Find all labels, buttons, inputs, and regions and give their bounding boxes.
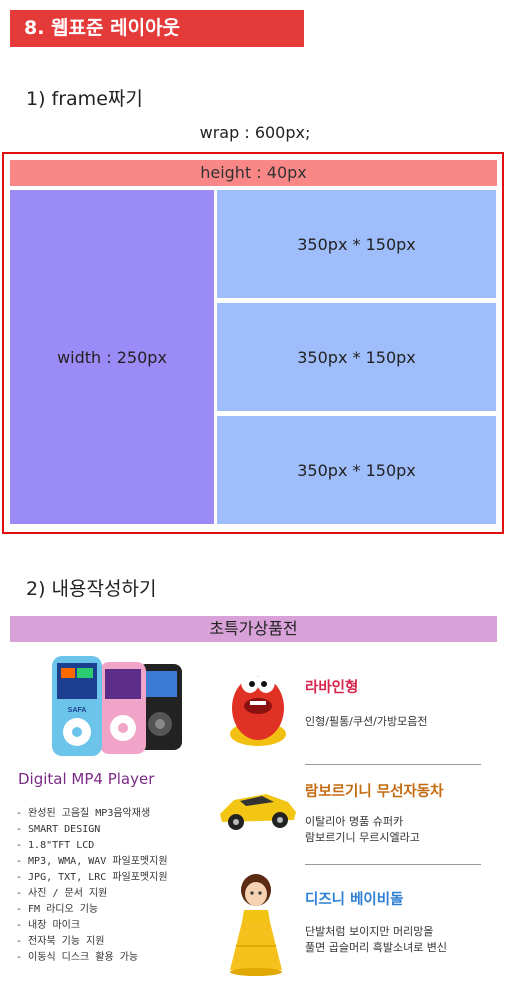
frame-box-label: 350px * 150px	[297, 460, 416, 480]
yellow-car-icon	[220, 794, 296, 830]
product-desc-line: 이탈리아 명품 슈퍼카	[305, 815, 404, 828]
section-title: 8. 웹표준 레이아웃	[10, 10, 304, 47]
list-item: - 이동식 디스크 활용 가능	[16, 952, 139, 963]
larva-doll-icon	[230, 671, 286, 746]
product-title[interactable]: 라바인형	[305, 680, 359, 696]
list-item: - 내장 마이크	[16, 920, 81, 931]
product-desc: 이탈리아 명품 슈퍼카 람보르기니 무르시엘라고	[305, 814, 420, 846]
product-title[interactable]: 람보르기니 무선자동차	[305, 784, 444, 800]
frame-box-label: 350px * 150px	[297, 347, 416, 367]
mp4-title[interactable]: Digital MP4 Player	[18, 770, 155, 788]
frame-right-box: 350px * 150px	[217, 303, 496, 411]
list-item: - FM 라디오 기능	[16, 904, 99, 915]
mp4-feature-list: - 완성된 고음질 MP3음악재생 - SMART DESIGN - 1.8"T…	[16, 806, 168, 966]
mp4-players-icon: SAFA	[52, 656, 182, 756]
list-item: - 사진 / 문서 지원	[16, 888, 108, 899]
content-heading: 2) 내용작성하기	[26, 578, 157, 600]
product-desc-line: 람보르기니 무르시엘라고	[305, 831, 420, 844]
list-item: - SMART DESIGN	[16, 824, 101, 835]
product-desc-line: 단발처럼 보이지만 머리망을	[305, 925, 434, 938]
product-desc-line: 인형/필통/쿠션/가방모음전	[305, 715, 428, 728]
product-image-car[interactable]	[216, 782, 300, 834]
frame-heading: 1) frame짜기	[26, 88, 143, 110]
frame-header-box: height : 40px	[10, 160, 497, 186]
list-item: - MP3, WMA, WAV 파일포멧지원	[16, 856, 168, 867]
product-image-doll[interactable]	[228, 872, 284, 976]
list-item: - JPG, TXT, LRC 파일포멧지원	[16, 872, 168, 883]
frame-box-label: 350px * 150px	[297, 234, 416, 254]
product-title[interactable]: 디즈니 베이비돌	[305, 892, 404, 908]
frame-left-label: width : 250px	[57, 347, 167, 367]
list-item: - 완성된 고음질 MP3음악재생	[16, 808, 151, 819]
baby-doll-icon	[230, 874, 282, 976]
product-desc-line: 풀면 곱슬머리 흑발소녀로 변신	[305, 941, 448, 954]
mp4-player-image[interactable]: SAFA	[48, 654, 188, 764]
shop-title-bar: 초특가상품전	[10, 616, 497, 642]
frame-right-box: 350px * 150px	[217, 416, 496, 524]
list-item: - 1.8"TFT LCD	[16, 840, 95, 851]
product-divider	[305, 764, 481, 765]
product-divider	[305, 864, 481, 865]
frame-wrap-border	[2, 152, 504, 534]
list-item: - 전자북 기능 지원	[16, 936, 105, 947]
product-desc: 인형/필통/쿠션/가방모음전	[305, 714, 427, 730]
frame-right-box: 350px * 150px	[217, 190, 496, 298]
frame-left-column: width : 250px	[10, 190, 214, 524]
svg-text:SAFA: SAFA	[68, 707, 87, 714]
product-image-larva[interactable]	[222, 660, 294, 750]
wrap-label: wrap : 600px;	[199, 123, 311, 142]
product-desc: 단발처럼 보이지만 머리망을 풀면 곱슬머리 흑발소녀로 변신	[305, 924, 447, 956]
